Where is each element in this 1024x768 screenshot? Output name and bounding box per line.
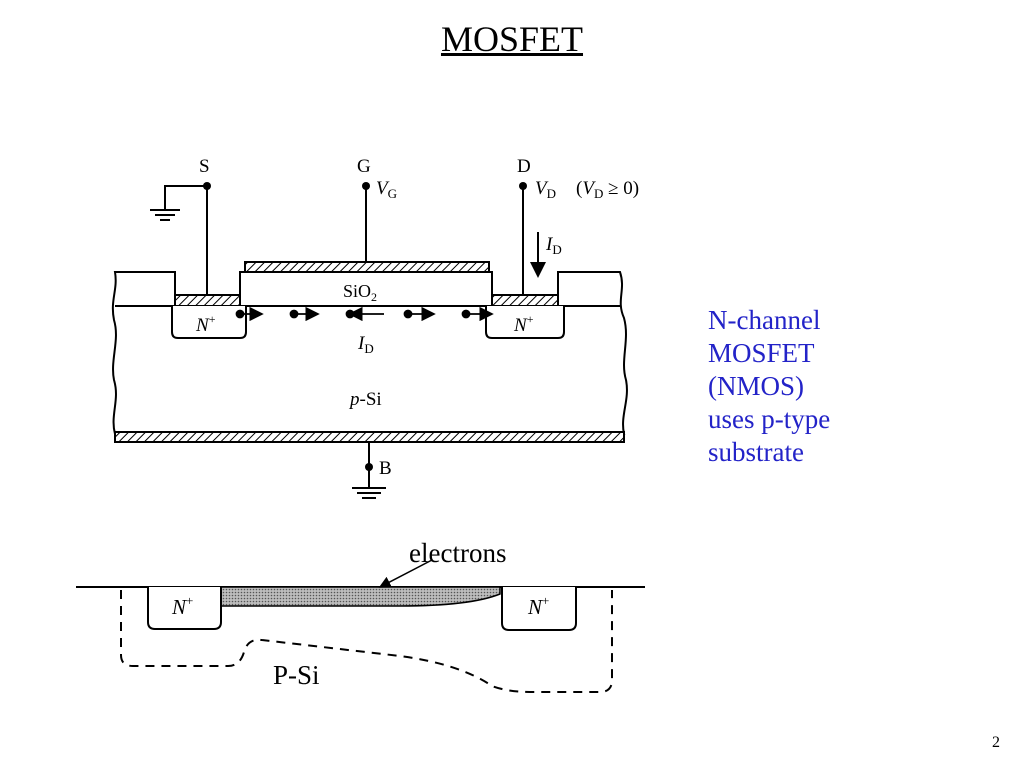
- description-line: MOSFET: [708, 338, 815, 368]
- left-n-region-label: N+: [171, 593, 193, 619]
- drain-contact: [491, 294, 559, 307]
- bulk-terminal-dot: [365, 463, 373, 471]
- description-line: uses p-type: [708, 404, 831, 434]
- drain-label: D: [517, 156, 531, 177]
- source-region-label: N+: [195, 312, 216, 336]
- page-number: 2: [992, 734, 1000, 751]
- source-terminal-dot: [203, 182, 211, 190]
- channel-electrons: [235, 306, 494, 322]
- gate-terminal-dot: [362, 182, 370, 190]
- nmos-description: N-channel MOSFET (NMOS) uses p-type subs…: [708, 304, 830, 469]
- bulk-label: B: [379, 458, 392, 479]
- gate-metal: [244, 261, 490, 273]
- mosfet-cross-section: [111, 261, 628, 443]
- electrons-label: electrons: [409, 538, 506, 568]
- left-n-region: [147, 587, 222, 630]
- terminal-wires: [150, 185, 546, 499]
- drain-voltage-label: VD: [535, 178, 556, 201]
- gate-label: G: [357, 156, 371, 177]
- substrate-label: p-Si: [348, 389, 382, 410]
- source-label: S: [199, 156, 210, 177]
- slide-title: MOSFET: [440, 19, 584, 59]
- description-line: substrate: [708, 437, 804, 467]
- bulk-contact: [114, 431, 625, 443]
- oxide-label: SiO2: [343, 281, 377, 304]
- description-line: (NMOS): [708, 371, 805, 401]
- gate-voltage-label: VG: [376, 178, 397, 201]
- drain-condition-label: (VD ≥ 0): [576, 178, 639, 201]
- depletion-boundary: [120, 590, 613, 693]
- source-n-region: [171, 306, 247, 339]
- description-line: N-channel: [708, 305, 821, 335]
- substrate-outline: [111, 271, 628, 435]
- channel-current-label: ID: [357, 333, 374, 356]
- p-si-label: P-Si: [273, 660, 320, 690]
- drain-region-label: N+: [513, 312, 534, 336]
- source-contact: [174, 294, 241, 307]
- inversion-channel: [219, 586, 501, 607]
- channel-detail: [76, 559, 645, 693]
- terminal-dots: [203, 182, 527, 471]
- drain-n-region: [485, 306, 565, 339]
- right-n-region: [501, 587, 577, 631]
- drain-current-label: ID: [545, 234, 562, 257]
- right-n-region-label: N+: [527, 593, 549, 619]
- drain-terminal-dot: [519, 182, 527, 190]
